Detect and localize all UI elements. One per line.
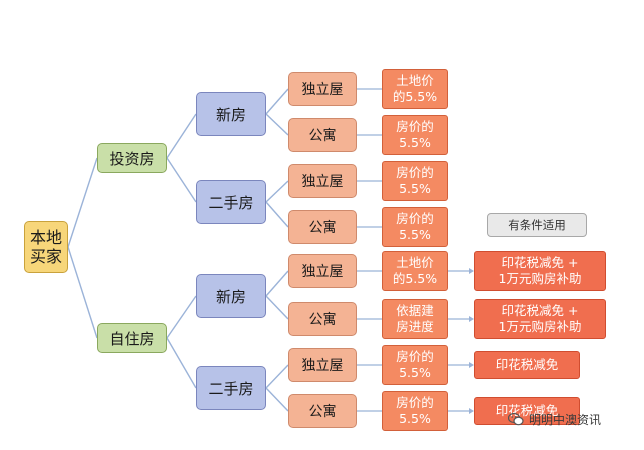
connector-self-second-detached (265, 364, 289, 389)
self-occupied-node: 自住房 (97, 323, 167, 353)
arrow-self-second-detached-head (469, 362, 474, 368)
self-second-detached-node: 独立屋 (288, 348, 357, 382)
self-new-apartment-node: 公寓 (288, 302, 357, 336)
watermark: 明明中澳资讯 (508, 411, 601, 428)
rate-self-second-detached: 房价的 5.5% (382, 345, 448, 385)
connector-self-new (166, 295, 197, 339)
wechat-icon (508, 413, 524, 426)
rate-self-new-apartment: 依据建 房进度 (382, 299, 448, 339)
arrow-self-new-apartment-head (469, 316, 474, 322)
connector-self-second-apartment (265, 387, 289, 412)
arrow-self-second-apartment-head (469, 408, 474, 414)
connector-root-self-occupied (67, 246, 98, 339)
investment-second-hand-node: 二手房 (196, 180, 266, 224)
self-second-apartment-node: 公寓 (288, 394, 357, 428)
inv-second-detached-node: 独立屋 (288, 164, 357, 198)
investment-node: 投资房 (97, 143, 167, 173)
conditional-note: 有条件适用 (487, 213, 587, 237)
inv-new-apartment-node: 公寓 (288, 118, 357, 152)
connector-inv-second-detached (265, 180, 289, 203)
inv-second-apartment-node: 公寓 (288, 210, 357, 244)
rate-self-second-apartment: 房价的 5.5% (382, 391, 448, 431)
connector-self-new-detached (265, 270, 289, 297)
benefit-self-new-apartment: 印花税减免 + 1万元购房补助 (474, 299, 606, 339)
benefit-self-second-detached: 印花税减免 (474, 351, 580, 379)
connector-self-new-apartment (265, 295, 289, 320)
rate-inv-second-detached: 房价的 5.5% (382, 161, 448, 201)
benefit-self-second-apartment: 印花税减免 (474, 397, 580, 425)
rate-self-new-detached: 土地价 的5.5% (382, 251, 448, 291)
connector-inv-new-apartment (265, 113, 289, 136)
root-node-local-buyer: 本地 买家 (24, 221, 68, 273)
self-occupied-second-hand-node: 二手房 (196, 366, 266, 410)
connector-investment-new (166, 113, 197, 159)
connector-root-investment (67, 157, 98, 248)
connector-self-second (166, 337, 197, 389)
rate-inv-new-detached: 土地价 的5.5% (382, 69, 448, 109)
inv-new-detached-node: 独立屋 (288, 72, 357, 106)
self-new-detached-node: 独立屋 (288, 254, 357, 288)
connector-inv-new-detached (265, 88, 289, 115)
rate-inv-new-apartment: 房价的 5.5% (382, 115, 448, 155)
self-occupied-new-house-node: 新房 (196, 274, 266, 318)
investment-new-house-node: 新房 (196, 92, 266, 136)
rate-inv-second-apartment: 房价的 5.5% (382, 207, 448, 247)
watermark-text: 明明中澳资讯 (529, 413, 602, 427)
arrow-self-new-detached-head (469, 268, 474, 274)
benefit-self-new-detached: 印花税减免 + 1万元购房补助 (474, 251, 606, 291)
connector-inv-second-apartment (265, 201, 289, 228)
connector-investment-second (166, 157, 197, 203)
